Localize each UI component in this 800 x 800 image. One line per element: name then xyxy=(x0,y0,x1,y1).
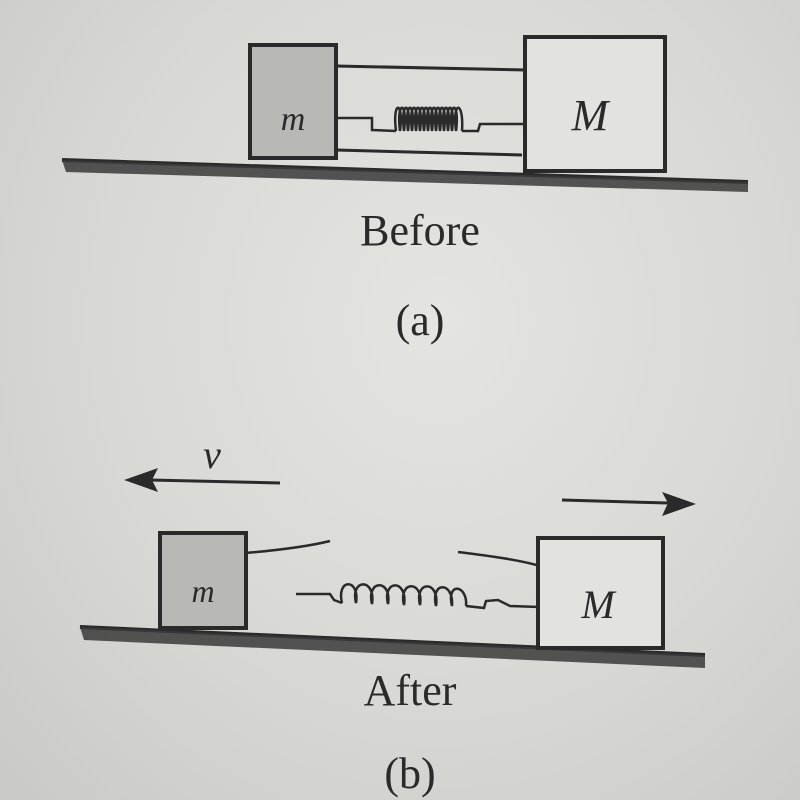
detached-frame-pieces xyxy=(245,539,541,568)
panel-after: v m M xyxy=(79,432,706,798)
block-small-label-after: m xyxy=(191,573,214,609)
block-small-label-before: m xyxy=(281,101,306,138)
frame-bars-before xyxy=(335,64,529,157)
relaxed-spring xyxy=(296,583,541,610)
block-large-label-after: M xyxy=(580,582,617,627)
caption-before: Before xyxy=(360,206,480,255)
sublabel-b: (b) xyxy=(384,749,435,798)
panel-before: m M Before (a) xyxy=(61,35,749,345)
velocity-arrow-left: v xyxy=(124,432,281,492)
block-large-label-before: M xyxy=(571,91,611,140)
velocity-arrow-right xyxy=(561,492,696,516)
block-large-after: M xyxy=(536,536,665,650)
block-large-before: M xyxy=(523,35,667,173)
sublabel-a: (a) xyxy=(396,296,445,345)
compressed-spring xyxy=(336,106,528,133)
floor-before xyxy=(61,158,749,192)
block-small-before: m xyxy=(248,43,338,160)
velocity-label: v xyxy=(203,432,221,477)
caption-after: After xyxy=(364,666,457,715)
block-small-after: m xyxy=(158,531,248,630)
floor-after xyxy=(79,625,706,668)
